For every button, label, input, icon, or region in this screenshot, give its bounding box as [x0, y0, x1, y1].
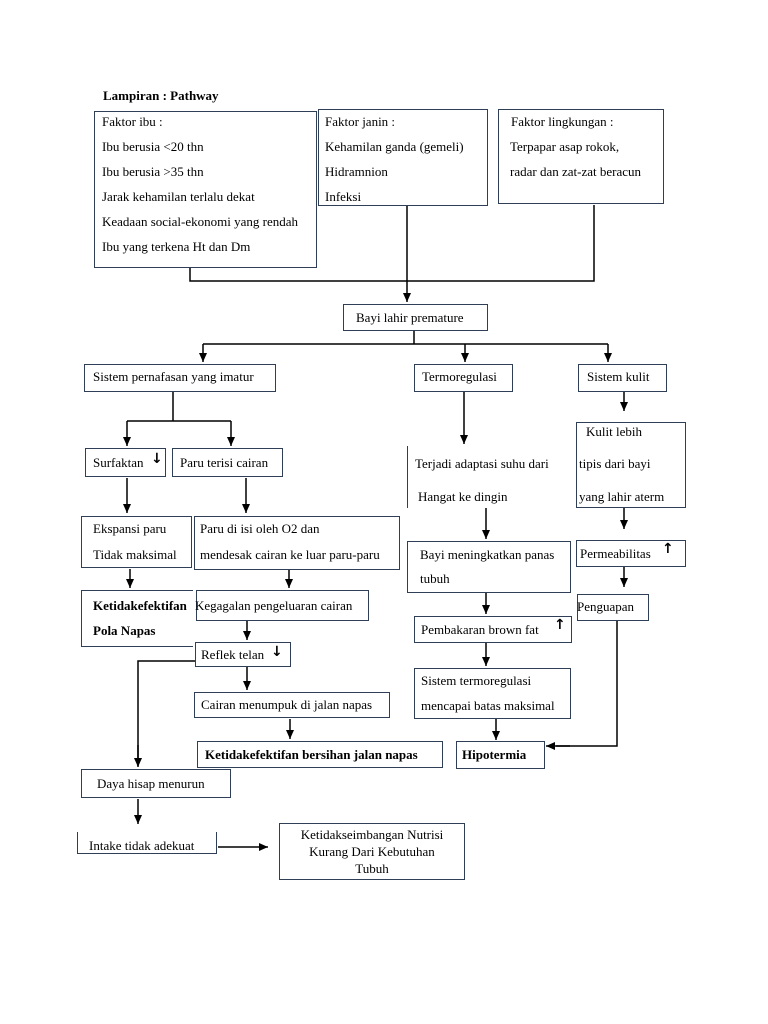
kulit-lebih-line: Kulit lebih [586, 424, 642, 439]
adaptasi-line: Terjadi adaptasi suhu dari [415, 456, 549, 471]
faktor-ibu-item: Keadaan social-ekonomi yang rendah [102, 214, 299, 229]
sistem-termo-line: mencapai batas maksimal [421, 698, 555, 713]
up-arrow-icon: ↑ [554, 617, 566, 633]
kulit-lebih-line: tipis dari bayi [579, 456, 651, 471]
reflek-telan-label: Reflek telan [201, 647, 265, 662]
faktor-janin-item: Infeksi [325, 189, 362, 204]
faktor-ibu-item: Jarak kehamilan terlalu dekat [102, 189, 255, 204]
reflek-telan-box [195, 642, 291, 667]
page-title: Lampiran : Pathway [103, 88, 219, 103]
surfaktan-label: Surfaktan [93, 455, 144, 470]
paru-cairan-box [172, 448, 283, 477]
kulit-lebih-line: yang lahir aterm [579, 489, 665, 504]
down-arrow-icon: ↓ [151, 451, 163, 467]
down-arrow-icon: ↓ [271, 644, 283, 660]
faktor-ibu-heading: Faktor ibu : [102, 114, 163, 129]
intake-box [77, 832, 217, 854]
ekspansi-line: Ekspansi paru [93, 521, 167, 536]
kegagalan-label: Kegagalan pengeluaran cairan [195, 598, 353, 613]
hipotermia-label: Hipotermia [462, 747, 527, 762]
sistem-pernafasan-label: Sistem pernafasan yang imatur [93, 369, 254, 384]
ketidakefektifan-bersihan-box [197, 741, 443, 768]
paru-o2-line: Paru di isi oleh O2 dan [200, 521, 320, 536]
paru-o2-line: mendesak cairan ke luar paru-paru [200, 547, 380, 562]
faktor-lingkungan-line: radar dan zat-zat beracun [510, 164, 641, 179]
ketidakefektifan-pola-box [81, 590, 193, 647]
kulit-lebih-box [576, 422, 686, 508]
nutrisi-line: Ketidakseimbangan Nutrisi [300, 827, 444, 842]
merge-line [189, 205, 595, 282]
sistem-kulit-label: Sistem kulit [587, 369, 650, 384]
paru-o2-box [194, 516, 400, 570]
bayi-lahir-label: Bayi lahir premature [356, 310, 464, 325]
ketidakefektifan-pola-line: Pola Napas [93, 623, 156, 638]
pernafasan-split [127, 391, 231, 422]
faktor-ibu-item: Ibu yang terkena Ht dan Dm [102, 239, 251, 254]
sistem-pernafasan-box [84, 364, 276, 392]
ketidakefektifan-pola-line: Ketidakefektifan [93, 598, 187, 613]
kegagalan-box [196, 590, 369, 621]
faktor-ibu-item: Ibu berusia <20 thn [102, 139, 204, 154]
bayi-panas-line: tubuh [420, 571, 450, 586]
sistem-termo-box [414, 668, 571, 719]
bayi-panas-line: Bayi meningkatkan panas [420, 547, 555, 562]
penguapan-to-hipotermia-line [556, 621, 618, 747]
up-arrow-icon: ↑ [662, 541, 674, 557]
intake-label: Intake tidak adekuat [89, 838, 195, 853]
faktor-ibu-box [94, 111, 317, 268]
permeabilitas-box [576, 540, 686, 567]
faktor-janin-heading: Faktor janin : [325, 114, 396, 129]
surfaktan-box [85, 448, 166, 477]
hipotermia-box [456, 741, 545, 769]
cairan-box [194, 692, 390, 718]
penguapan-label: Penguapan [577, 599, 635, 614]
faktor-janin-box [318, 109, 488, 206]
termoregulasi-label: Termoregulasi [422, 369, 497, 384]
nutrisi-line: Tubuh [355, 861, 389, 876]
paru-cairan-label: Paru terisi cairan [180, 455, 269, 470]
sistem-termo-line: Sistem termoregulasi [421, 673, 532, 688]
faktor-janin-item: Hidramnion [325, 164, 388, 179]
adaptasi-box-border [407, 446, 409, 508]
bayi-panas-box [407, 541, 571, 593]
termoregulasi-box [414, 364, 513, 392]
penguapan-box [577, 594, 649, 621]
ekspansi-line: Tidak maksimal [93, 547, 177, 562]
pembakaran-box [414, 616, 572, 643]
nutrisi-line: Kurang Dari Kebutuhan [309, 844, 435, 859]
adaptasi-line: Hangat ke dingin [418, 489, 508, 504]
faktor-lingkungan-heading: Faktor lingkungan : [511, 114, 614, 129]
faktor-lingkungan-line: Terpapar asap rokok, [510, 139, 620, 154]
ekspansi-box [81, 516, 192, 568]
daya-hisap-box [81, 769, 231, 798]
nutrisi-box [279, 823, 465, 880]
ketidakefektifan-bersihan-label: Ketidakefektifan bersihan jalan napas [205, 747, 418, 762]
faktor-janin-item: Kehamilan ganda (gemeli) [325, 139, 464, 154]
faktor-lingkungan-box [498, 109, 664, 204]
permeabilitas-label: Permeabilitas [580, 546, 651, 561]
bayi-lahir-box [343, 304, 488, 331]
daya-hisap-label: Daya hisap menurun [97, 776, 205, 791]
pembakaran-label: Pembakaran brown fat [421, 622, 539, 637]
reflek-to-daya-line [137, 660, 195, 766]
faktor-ibu-item: Ibu berusia >35 thn [102, 164, 204, 179]
sistem-kulit-box [578, 364, 667, 392]
cairan-label: Cairan menumpuk di jalan napas [201, 697, 373, 712]
